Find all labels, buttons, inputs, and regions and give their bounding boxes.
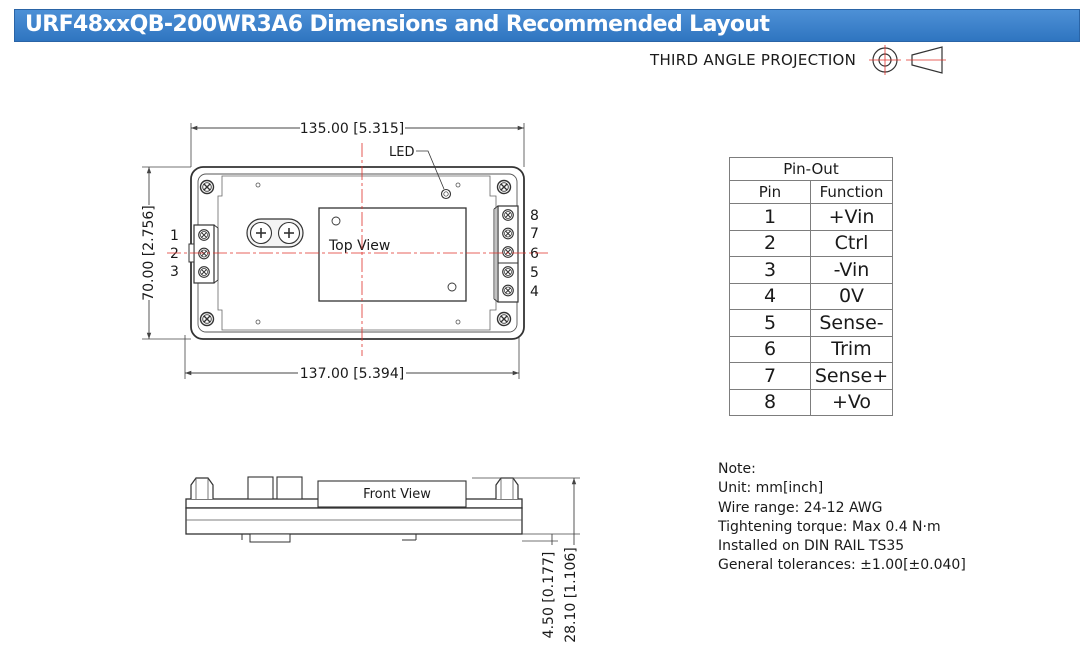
note-line: Tightening torque: Max 0.4 N·m xyxy=(718,518,941,535)
table-row: 5 Sense- xyxy=(729,309,893,337)
front-view: Front View 4.50 [0.177] 28.10 [1.106] xyxy=(185,476,580,643)
pin-label: 5 xyxy=(530,265,539,281)
screw-icon xyxy=(199,179,215,195)
potentiometer-icon xyxy=(246,218,304,248)
dim-total-height-label: 28.10 [1.106] xyxy=(563,547,579,643)
pin-label: 1 xyxy=(170,228,179,244)
dim-width-bottom: 137.00 [5.394] xyxy=(184,335,520,382)
pin-function: Ctrl xyxy=(810,229,893,257)
pin-label: 7 xyxy=(530,226,539,242)
terminal-screw-icon xyxy=(502,284,514,297)
terminal-screw-icon xyxy=(502,266,514,278)
projection-symbol-icon xyxy=(869,45,946,75)
pin-function: Trim xyxy=(810,335,893,363)
note-line: General tolerances: ±1.00[±0.040] xyxy=(718,557,966,574)
table-row: 1 +Vin xyxy=(729,203,893,231)
pin-label: 6 xyxy=(530,246,539,262)
pin-number: 8 xyxy=(729,388,811,416)
front-view-label: Front View xyxy=(363,487,431,502)
pin-function: Sense- xyxy=(810,309,893,337)
screw-icon xyxy=(199,311,215,327)
dim-height-label: 70.00 [2.756] xyxy=(141,205,157,301)
dim-small-height-label: 4.50 [0.177] xyxy=(541,552,557,639)
terminal-screw-icon xyxy=(198,229,210,241)
projection-label: THIRD ANGLE PROJECTION xyxy=(650,51,857,69)
table-row: 3 -Vin xyxy=(729,256,893,284)
dim-width-top: 135.00 [5.315] xyxy=(190,121,525,167)
dim-width-top-label: 135.00 [5.315] xyxy=(300,121,404,137)
pin-function: Sense+ xyxy=(810,362,893,390)
notes-title: Note: xyxy=(718,461,756,477)
top-view-label: Top View xyxy=(328,238,390,254)
terminal-screw-icon xyxy=(502,246,514,258)
terminal-screw-icon xyxy=(198,247,210,260)
dim-width-bottom-label: 137.00 [5.394] xyxy=(300,366,404,382)
screw-icon xyxy=(496,311,512,327)
pin-function: -Vin xyxy=(810,256,893,284)
right-terminal-block xyxy=(493,205,519,303)
screw-icon xyxy=(496,179,512,195)
terminal-screw-icon xyxy=(502,209,514,221)
table-row: 4 0V xyxy=(729,282,893,310)
table-row: 2 Ctrl xyxy=(729,229,893,257)
led-icon xyxy=(440,188,452,200)
page-title: URF48xxQB-200WR3A6 Dimensions and Recomm… xyxy=(25,12,770,37)
function-header: Function xyxy=(810,180,893,204)
note-line: Unit: mm[inch] xyxy=(718,480,824,497)
left-pin-labels: 1 2 3 xyxy=(170,228,179,280)
pin-number: 2 xyxy=(729,229,811,257)
pin-number: 3 xyxy=(729,256,811,284)
terminal-screw-icon xyxy=(502,227,514,240)
note-line: Wire range: 24-12 AWG xyxy=(718,499,883,516)
title-banner: URF48xxQB-200WR3A6 Dimensions and Recomm… xyxy=(14,9,1080,42)
label-window xyxy=(318,207,467,302)
note-line: Installed on DIN RAIL TS35 xyxy=(718,538,905,555)
right-pin-labels: 8 7 6 5 4 xyxy=(530,208,539,300)
notes-block: Note: Unit: mm[inch] Wire range: 24-12 A… xyxy=(718,460,966,576)
pin-number: 7 xyxy=(729,362,811,390)
table-row: 6 Trim xyxy=(729,335,893,363)
pinout-title: Pin-Out xyxy=(729,157,893,181)
pin-label: 4 xyxy=(530,284,539,300)
top-view: 135.00 [5.315] 137.00 [5.394] 70.00 [2.7… xyxy=(141,121,548,382)
pin-label: 3 xyxy=(170,264,179,280)
pin-function: +Vo xyxy=(810,388,893,416)
pinout-table: Pin-Out Pin Function 1 +Vin 2 Ctrl 3 -Vi… xyxy=(729,157,893,416)
pin-number: 5 xyxy=(729,309,811,337)
pin-number: 1 xyxy=(729,203,811,231)
pin-label: 2 xyxy=(170,246,179,262)
pin-label: 8 xyxy=(530,208,539,224)
table-row: 8 +Vo xyxy=(729,388,893,416)
led-label: LED xyxy=(389,145,414,160)
pin-function: +Vin xyxy=(810,203,893,231)
dim-height: 70.00 [2.756] xyxy=(141,166,191,340)
pin-number: 6 xyxy=(729,335,811,363)
terminal-screw-icon xyxy=(198,266,210,278)
pin-function: 0V xyxy=(810,282,893,310)
pin-number: 4 xyxy=(729,282,811,310)
pin-header: Pin xyxy=(729,180,811,204)
table-row: 7 Sense+ xyxy=(729,362,893,390)
